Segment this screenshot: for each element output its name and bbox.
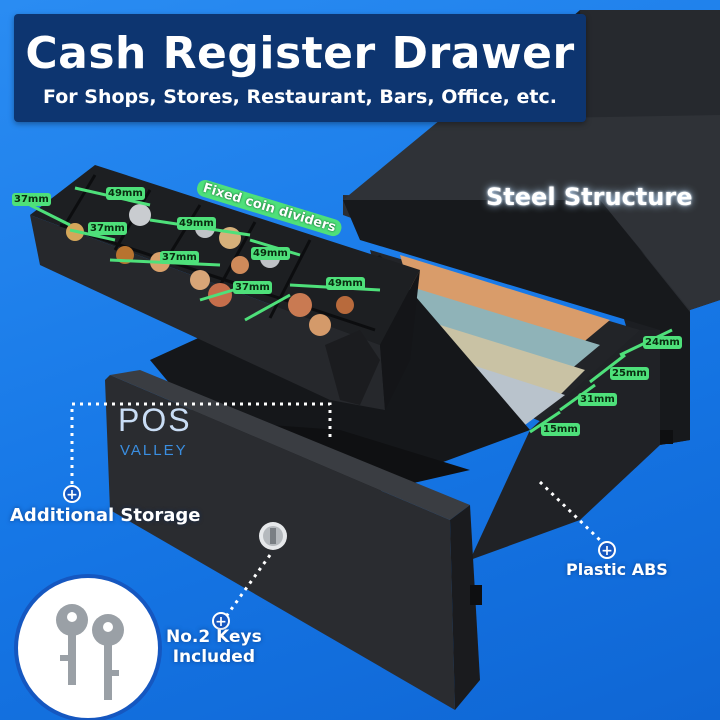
keys-badge (14, 574, 162, 720)
keys-included-label: No.2 Keys Included (166, 627, 262, 667)
coin-width-tag-3: 49mm (251, 247, 290, 260)
bill-tag-3: 31mm (578, 393, 617, 406)
coin-depth-tag-2: 37mm (88, 222, 127, 235)
bill-tag-1: 24mm (643, 336, 682, 349)
brand-logo-sub: VALLEY (120, 442, 188, 459)
coin-depth-tag-1: 37mm (12, 193, 51, 206)
page-subtitle: For Shops, Stores, Restaurant, Bars, Off… (43, 86, 557, 108)
register-body (343, 10, 720, 445)
bill-tag-4: 15mm (541, 423, 580, 436)
keys-label-line1: No.2 Keys (166, 627, 262, 647)
plastic-abs-label: Plastic ABS (566, 560, 668, 579)
plus-icon: + (598, 541, 616, 559)
page-title: Cash Register Drawer (25, 28, 575, 79)
dimension-arrows (29, 186, 673, 434)
coin-depth-tag-3: 37mm (160, 251, 199, 264)
coin-width-tag-4: 49mm (326, 277, 365, 290)
steel-structure-label: Steel Structure (486, 183, 693, 211)
bill-tag-2: 25mm (610, 367, 649, 380)
brand-logo: POS (118, 402, 192, 438)
coin-width-tag-1: 49mm (106, 187, 145, 200)
plus-icon: + (63, 485, 81, 503)
coin-width-tag-2: 49mm (177, 217, 216, 230)
title-banner: Cash Register Drawer For Shops, Stores, … (14, 14, 586, 122)
plus-icon: + (212, 612, 230, 630)
additional-storage-label: Additional Storage (10, 505, 201, 526)
leader-lines (70, 402, 607, 619)
coin-depth-tag-4: 37mm (233, 281, 272, 294)
keys-label-line2: Included (172, 647, 256, 667)
drawer-lock (259, 522, 287, 550)
